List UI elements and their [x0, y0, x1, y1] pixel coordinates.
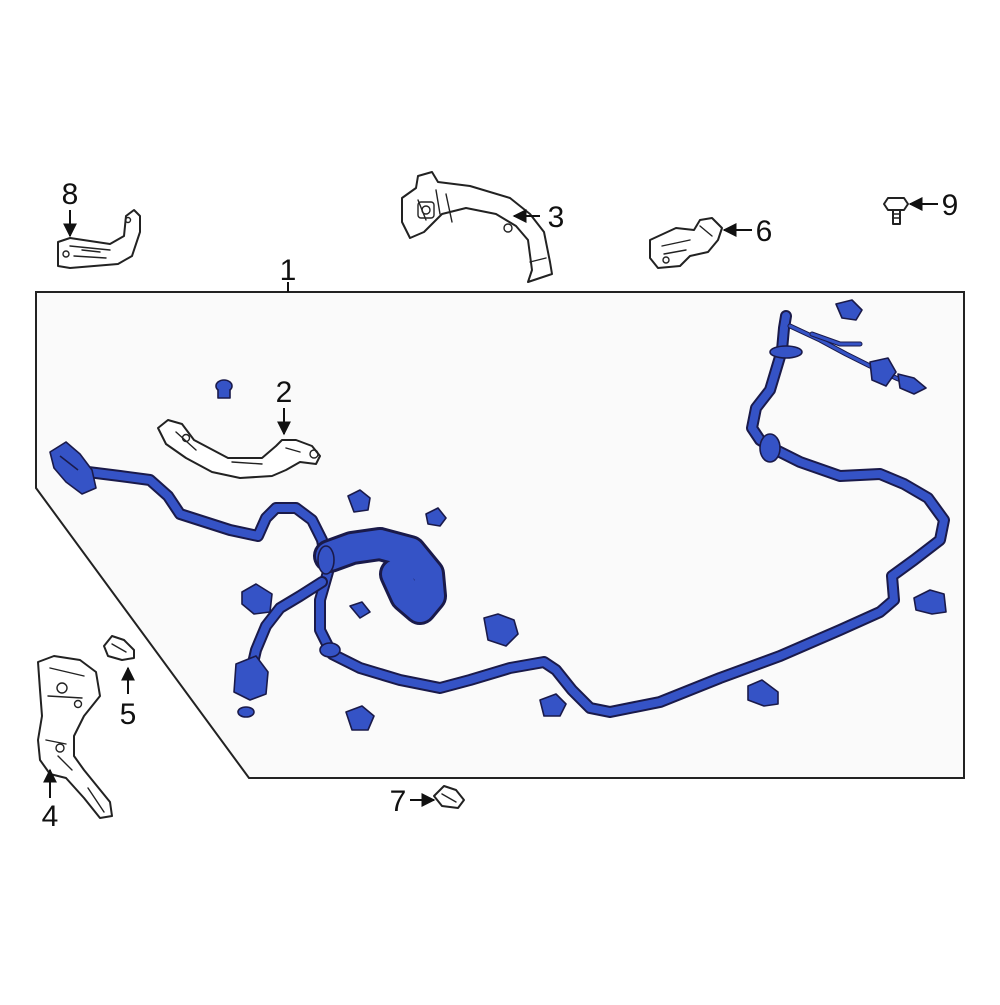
part-8-bracket[interactable] — [57, 209, 141, 269]
callout-5: 5 — [120, 698, 137, 731]
clip-h[interactable] — [747, 679, 779, 707]
clip-d[interactable] — [349, 601, 371, 619]
clip-a[interactable] — [347, 489, 371, 513]
connector-bottom-left[interactable] — [233, 655, 269, 718]
callout-8: 8 — [62, 178, 79, 211]
clip-top-left[interactable] — [215, 379, 233, 399]
part-7-clip[interactable] — [433, 785, 465, 809]
callout-leaders — [43, 197, 938, 807]
callout-4: 4 — [42, 800, 59, 833]
callout-2: 2 — [276, 376, 293, 409]
callout-9: 9 — [942, 189, 959, 222]
clip-i[interactable] — [913, 589, 947, 615]
wiring-harness[interactable] — [82, 310, 950, 718]
clip-f[interactable] — [345, 705, 375, 731]
clip-g[interactable] — [539, 693, 567, 717]
callout-7: 7 — [390, 785, 407, 818]
callout-labels: 1 2 3 4 5 6 7 8 9 — [42, 178, 959, 833]
part-3-curved-bracket[interactable] — [401, 171, 553, 283]
clip-c[interactable] — [241, 583, 273, 615]
part-2-bracket[interactable] — [157, 419, 321, 479]
part-5-clip[interactable] — [103, 635, 135, 661]
callout-1: 1 — [280, 254, 297, 287]
assembly-panel — [35, 291, 965, 779]
part-6-bracket[interactable] — [649, 217, 723, 269]
part-4-mounting-bracket[interactable] — [37, 655, 113, 819]
clip-e[interactable] — [483, 613, 519, 647]
clip-b[interactable] — [425, 507, 447, 527]
connector-left-end[interactable] — [49, 441, 97, 495]
callout-6: 6 — [756, 215, 773, 248]
connector-top-right[interactable] — [835, 299, 927, 395]
part-9-bolt[interactable] — [883, 197, 909, 225]
callout-3: 3 — [548, 201, 565, 234]
